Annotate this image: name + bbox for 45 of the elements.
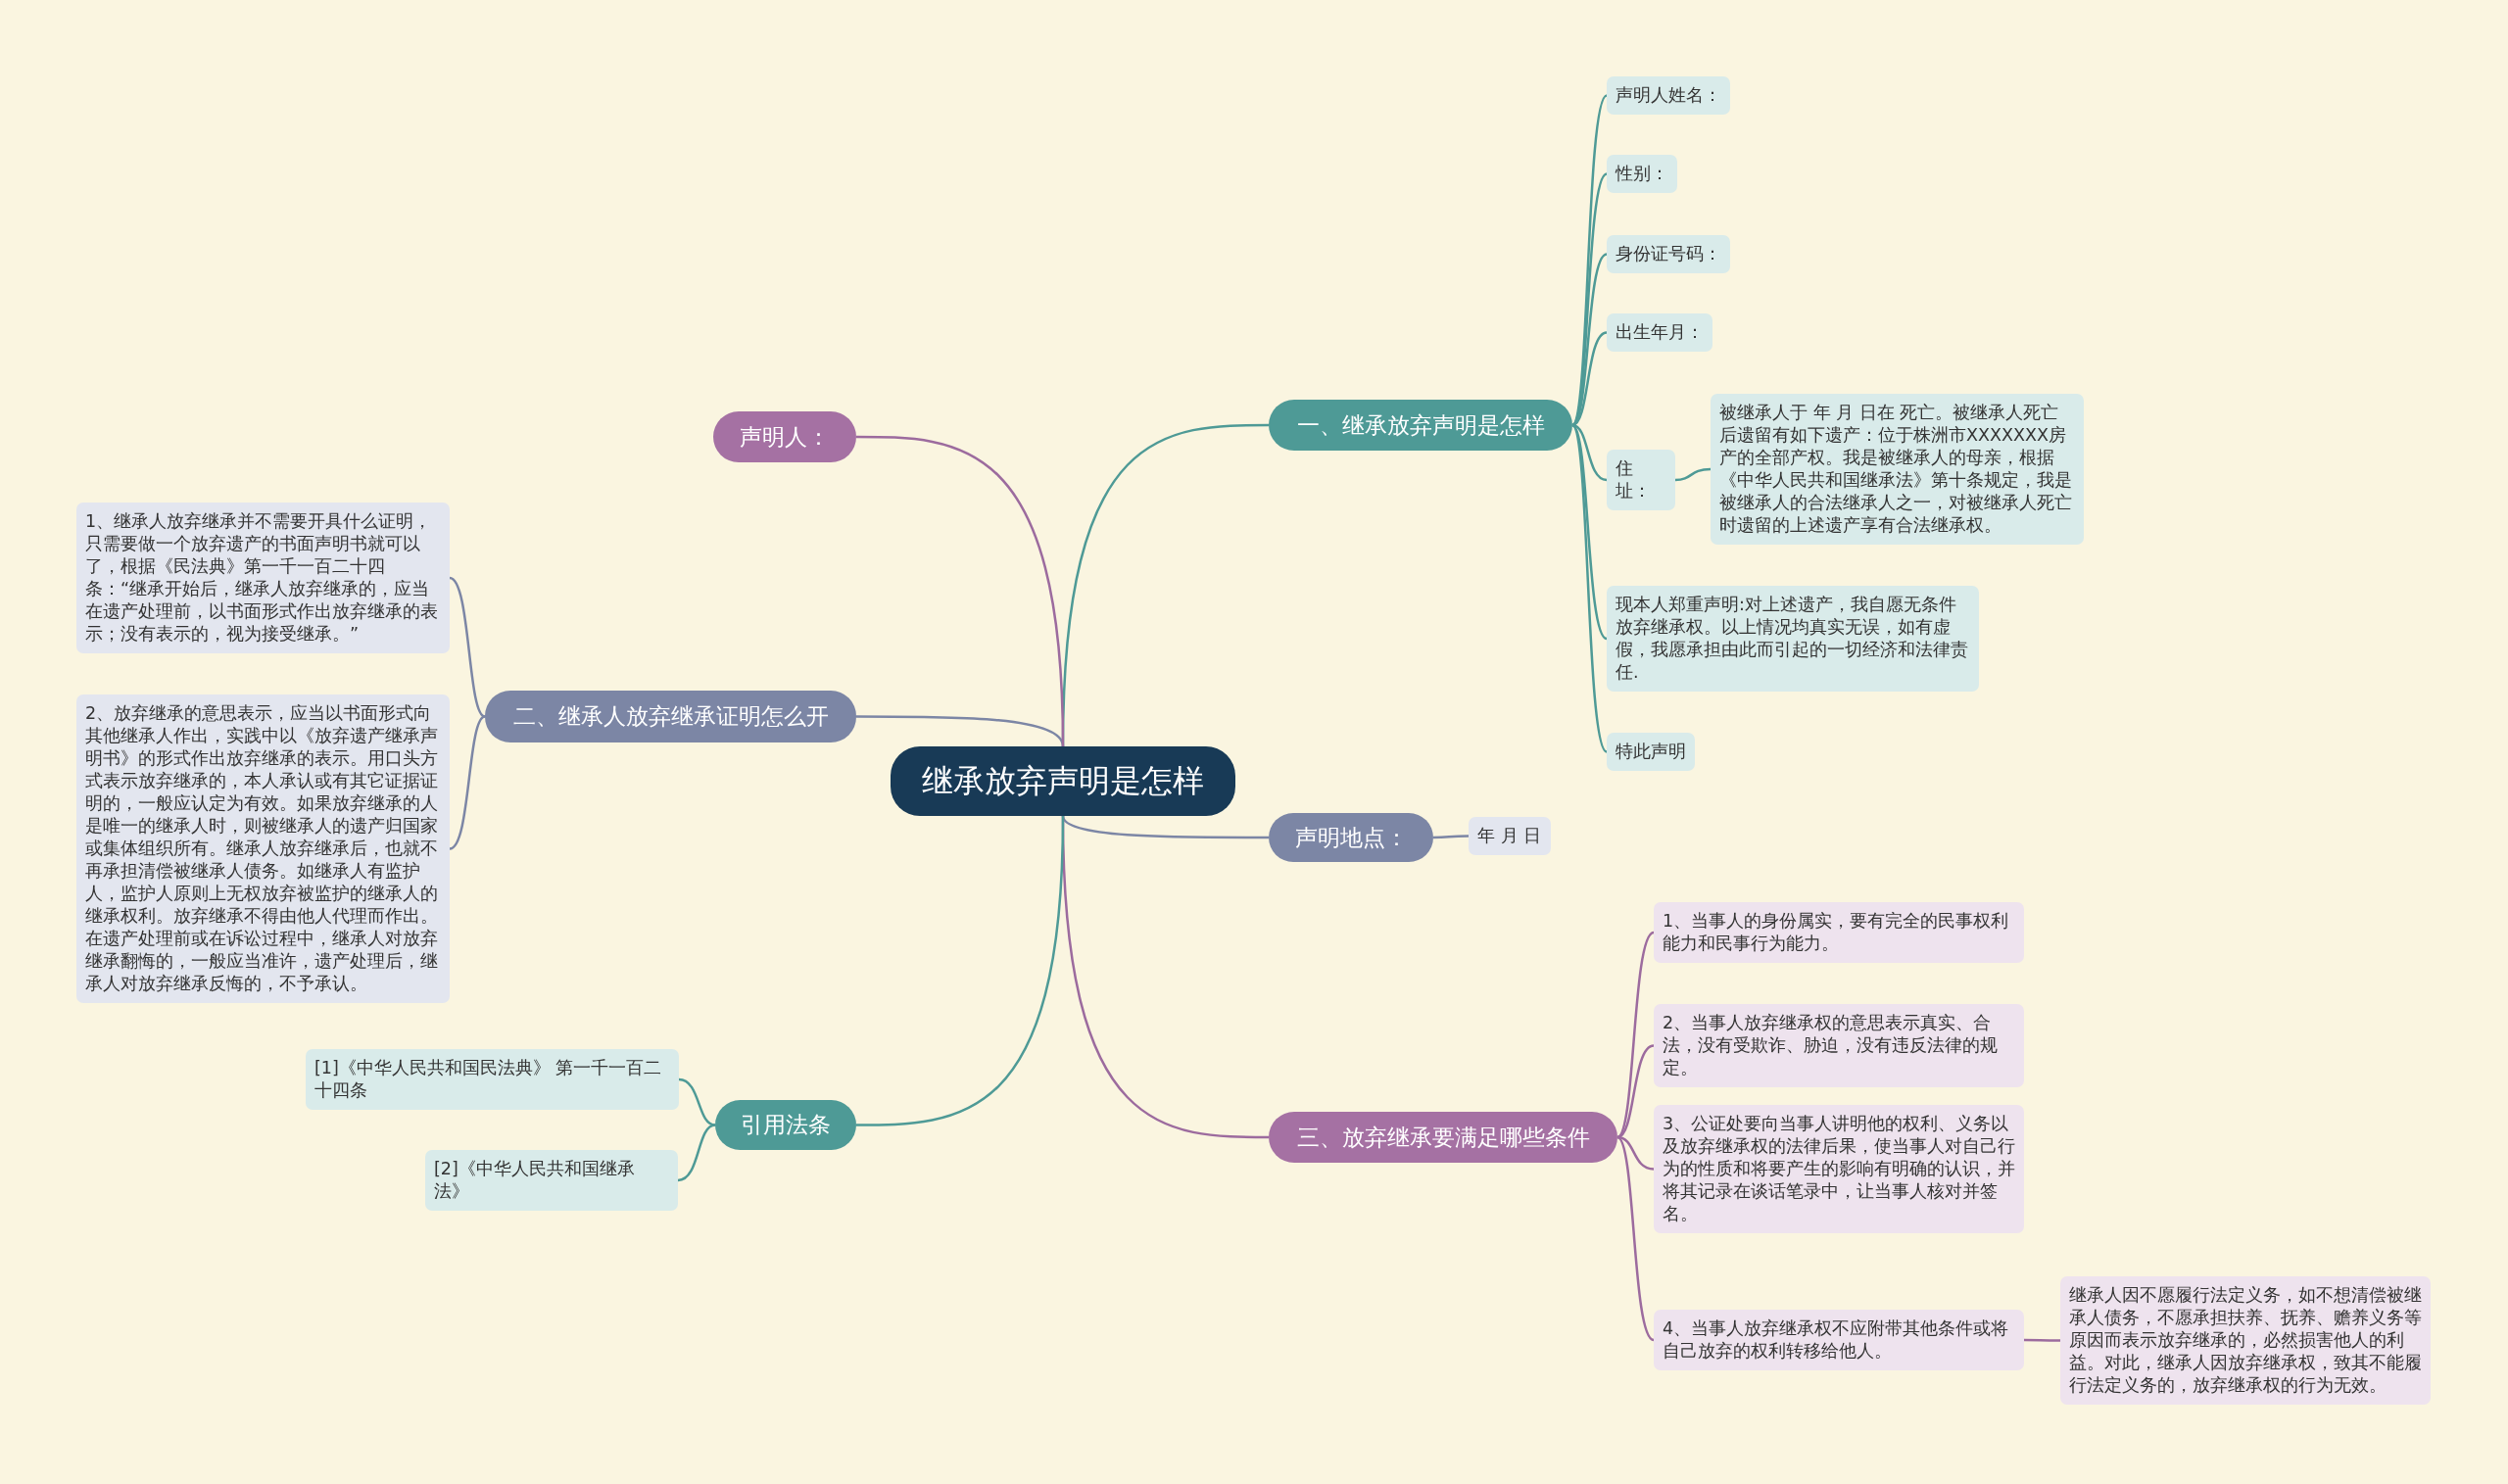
note-box: [1]《中华人民共和国民法典》 第一千一百二十四条: [306, 1049, 679, 1110]
branch-topic: 引用法条: [715, 1100, 856, 1150]
branch-topic: 一、继承放弃声明是怎样: [1269, 400, 1572, 451]
note-box: 4、当事人放弃继承权不应附带其他条件或将自己放弃的权利转移给他人。: [1654, 1310, 2024, 1370]
connector-line: [1571, 423, 1608, 482]
branch-topic: 三、放弃继承要满足哪些条件: [1269, 1112, 1617, 1163]
note-box: 2、当事人放弃继承权的意思表示真实、合法，没有受欺诈、胁迫，没有违反法律的规定。: [1654, 1004, 2024, 1087]
note-box: 被继承人于 年 月 日在 死亡。被继承人死亡后遗留有如下遗产：位于株洲市XXXXXXX房产的全部产权。我是被继承人的母亲，根据《中华人民共和国继承法》第十条规定，我是被继承人的合法继承人之一，对被继承人死亡时遗留的上述遗产享有合法继承权。: [1711, 394, 2084, 545]
connector-line: [677, 1124, 716, 1182]
note-box: 声明人姓名：: [1607, 76, 1730, 115]
connector-line: [1570, 424, 1608, 753]
note-box: 3、公证处要向当事人讲明他的权利、义务以及放弃继承权的法律后果，使当事人对自己行为的性质和将要产生的影响有明确的认识，并将其记录在谈话笔录中，让当事人核对并签名。: [1654, 1105, 2024, 1233]
connector-line: [1571, 172, 1608, 426]
connector-line: [1616, 1044, 1655, 1139]
connector-line: [1616, 932, 1655, 1138]
branch-topic: 声明人：: [713, 411, 856, 462]
connector-line: [2024, 1338, 2060, 1342]
connector-line: [449, 576, 486, 718]
connector-line: [1433, 835, 1469, 839]
note-box: 身份证号码：: [1607, 235, 1730, 273]
connector-line: [1616, 1135, 1655, 1171]
note-box: 1、当事人的身份属实，要有完全的民事权利能力和民事行为能力。: [1654, 902, 2024, 963]
connector-line: [1674, 467, 1712, 482]
connector-line: [1570, 94, 1608, 426]
connector-line: [1616, 1136, 1655, 1341]
connector-line: [678, 1077, 716, 1126]
note-box: 年 月 日: [1469, 817, 1551, 855]
note-box: 1、继承人放弃继承并不需要开具什么证明，只需要做一个放弃遗产的书面声明书就可以了，根据《民法典》第一千一百二十四条：“继承开始后，继承人放弃继承的，应当在遗产处理前，以书面形式作出放弃继承的表示；没有表示的，视为接受继承。”: [76, 503, 450, 653]
connector-line: [856, 815, 1065, 1126]
connector-line: [856, 435, 1065, 747]
connector-line: [856, 715, 1065, 747]
note-box: 现本人郑重声明:对上述遗产，我自愿无条件放弃继承权。以上情况均真实无误，如有虚假，我愿承担由此而引起的一切经济和法律责任.: [1607, 586, 1979, 692]
note-box: 2、放弃继承的意思表示，应当以书面形式向其他继承人作出，实践中以《放弃遗产继承声明书》的形式作出放弃继承的表示。用口头方式表示放弃继承的，本人承认或有其它证据证明的，一般应认定为有效。如果放弃继承的人是唯一的继承人时，则被继承人的遗产归国家或集体组织所有。继承人放弃继承后，也就不再承担清偿被继承人债务。如继承人有监护人，监护人原则上无权放弃被监护的继承人的继承权利。放弃继承不得由他人代理而作出。在遗产处理前或在诉讼过程中，继承人对放弃继承翻悔的，一般应当准许，遗产处理后，继承人对放弃继承反悔的，不予承认。: [76, 694, 450, 1003]
note-box: [2]《中华人民共和国继承法》: [425, 1150, 678, 1211]
branch-topic: 声明地点：: [1269, 813, 1433, 862]
connector-line: [1061, 815, 1269, 839]
note-box: 性别：: [1607, 155, 1677, 193]
connector-line: [449, 715, 486, 850]
note-box: 住址：: [1607, 450, 1675, 510]
note-box: 出生年月：: [1607, 313, 1712, 352]
branch-topic: 二、继承人放弃继承证明怎么开: [485, 691, 856, 742]
note-box: 特此声明: [1607, 733, 1695, 771]
central-topic: 继承放弃声明是怎样: [891, 746, 1235, 816]
note-box: 继承人因不愿履行法定义务，如不想清偿被继承人债务，不愿承担扶养、抚养、赡养义务等原因而表示放弃继承的，必然损害他人的利益。对此，继承人因放弃继承权，致其不能履行法定义务的，放弃继承权的行为无效。: [2060, 1276, 2431, 1405]
connector-line: [1571, 424, 1608, 640]
